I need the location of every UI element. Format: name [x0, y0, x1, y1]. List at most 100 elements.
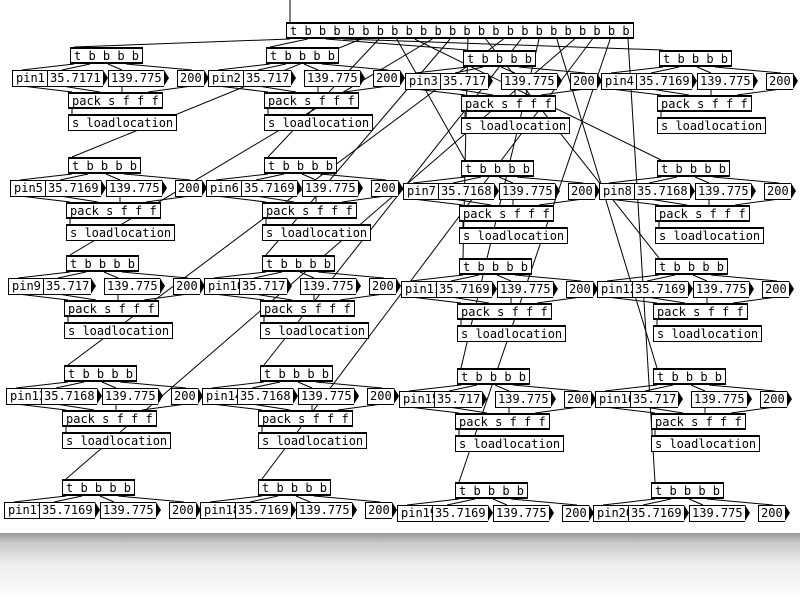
longitude-number-box[interactable]: 139.775: [100, 502, 161, 519]
pack-object[interactable]: pack s f f f: [655, 205, 750, 222]
trigger-to-zoom-cord[interactable]: [512, 384, 580, 392]
send-loadlocation-object[interactable]: s loadlocation: [655, 227, 765, 244]
zoom-number-box[interactable]: 200: [169, 502, 201, 519]
longitude-number-box[interactable]: 139.775: [697, 73, 758, 90]
pack-object[interactable]: pack s f f f: [262, 202, 357, 219]
trigger-object[interactable]: t b b b b: [62, 479, 136, 496]
latitude-number-box[interactable]: 35.7171: [47, 70, 108, 87]
send-loadlocation-object[interactable]: s loadlocation: [455, 435, 565, 452]
trigger-to-lon-cord[interactable]: [696, 66, 712, 74]
trigger-to-zoom-cord[interactable]: [123, 173, 191, 181]
trigger-to-pin-cord[interactable]: [610, 66, 664, 74]
trigger-object[interactable]: t b b b b: [655, 258, 729, 275]
zoom-number-box[interactable]: 200: [175, 180, 207, 197]
trigger-to-pin-cord[interactable]: [602, 498, 656, 506]
lat-to-pack-cord[interactable]: [57, 293, 97, 301]
zoom-number-box[interactable]: 200: [564, 391, 596, 408]
trigger-to-zoom-cord[interactable]: [125, 63, 193, 71]
pack-object[interactable]: pack s f f f: [457, 303, 552, 320]
trigger-object[interactable]: t b b b b: [262, 255, 336, 272]
latitude-number-box[interactable]: 35.717: [434, 391, 488, 408]
pack-object[interactable]: pack s f f f: [653, 303, 748, 320]
longitude-number-box[interactable]: 139.775: [296, 502, 357, 519]
pin-message-box[interactable]: pin7: [403, 183, 443, 200]
lat-to-pack-cord[interactable]: [644, 406, 684, 414]
longitude-number-box[interactable]: 139.775: [104, 278, 165, 295]
zoom-to-pack-cord[interactable]: [534, 406, 580, 414]
trigger-to-zoom-cord[interactable]: [313, 495, 381, 503]
pack-object[interactable]: pack s f f f: [264, 92, 359, 109]
zoom-number-box[interactable]: 200: [365, 502, 397, 519]
trigger-to-lon-cord[interactable]: [690, 384, 706, 392]
zoom-to-pack-cord[interactable]: [143, 293, 189, 301]
trigger-object[interactable]: t b b b b: [459, 258, 533, 275]
pack-object[interactable]: pack s f f f: [64, 300, 159, 317]
pack-object[interactable]: pack s f f f: [62, 410, 157, 427]
lat-to-pack-cord[interactable]: [452, 198, 492, 206]
top-trigger-cord[interactable]: [627, 38, 656, 483]
trigger-to-lat-cord[interactable]: [253, 271, 283, 279]
trigger-to-lat-cord[interactable]: [255, 173, 285, 181]
pin-to-pack-cord[interactable]: [606, 296, 658, 304]
pin-message-box[interactable]: pin2: [208, 70, 248, 87]
trigger-to-zoom-cord[interactable]: [121, 271, 189, 279]
trigger-object[interactable]: t b b b b: [461, 160, 535, 177]
zoom-to-pack-cord[interactable]: [736, 88, 782, 96]
trigger-to-pin-cord[interactable]: [209, 495, 263, 503]
latitude-number-box[interactable]: 35.7169: [636, 73, 697, 90]
longitude-number-box[interactable]: 139.775: [302, 180, 363, 197]
pack-object[interactable]: pack s f f f: [258, 410, 353, 427]
trigger-to-pin-cord[interactable]: [604, 384, 658, 392]
longitude-number-box[interactable]: 139.775: [693, 281, 754, 298]
lat-to-pack-cord[interactable]: [253, 293, 293, 301]
latitude-number-box[interactable]: 35.717: [630, 391, 684, 408]
latitude-number-box[interactable]: 35.7168: [237, 388, 298, 405]
pack-object[interactable]: pack s f f f: [66, 202, 161, 219]
trigger-object[interactable]: t b b b b: [659, 50, 733, 67]
trigger-to-pin-cord[interactable]: [412, 176, 466, 184]
zoom-number-box[interactable]: 200: [566, 281, 598, 298]
trigger-to-lon-cord[interactable]: [692, 274, 708, 282]
pin-message-box[interactable]: pin9: [8, 278, 48, 295]
lat-to-pack-cord[interactable]: [450, 296, 490, 304]
trigger-to-zoom-cord[interactable]: [710, 274, 778, 282]
trigger-to-zoom-cord[interactable]: [706, 498, 774, 506]
trigger-to-zoom-cord[interactable]: [321, 63, 389, 71]
trigger-to-lat-cord[interactable]: [53, 495, 83, 503]
longitude-number-box[interactable]: 139.775: [499, 183, 560, 200]
zoom-number-box[interactable]: 200: [371, 180, 403, 197]
trigger-to-lon-cord[interactable]: [688, 498, 704, 506]
trigger-to-lon-cord[interactable]: [301, 173, 317, 181]
pack-object[interactable]: pack s f f f: [657, 95, 752, 112]
zoom-number-box[interactable]: 200: [758, 505, 790, 522]
trigger-to-lat-cord[interactable]: [249, 495, 279, 503]
send-loadlocation-object[interactable]: s loadlocation: [64, 322, 174, 339]
trigger-to-zoom-cord[interactable]: [317, 271, 385, 279]
trigger-to-zoom-cord[interactable]: [119, 381, 187, 389]
zoom-to-pack-cord[interactable]: [538, 198, 584, 206]
trigger-to-lat-cord[interactable]: [446, 498, 476, 506]
trigger-to-lat-cord[interactable]: [648, 176, 678, 184]
trigger-to-lat-cord[interactable]: [450, 274, 480, 282]
lat-to-pack-cord[interactable]: [650, 88, 690, 96]
top-trigger-cord[interactable]: [396, 38, 466, 161]
latitude-number-box[interactable]: 35.717: [239, 278, 293, 295]
top-trigger-cord[interactable]: [462, 38, 469, 259]
trigger-object[interactable]: t b b b b: [266, 47, 340, 64]
longitude-number-box[interactable]: 139.775: [689, 505, 750, 522]
pin-to-pack-cord[interactable]: [17, 293, 69, 301]
latitude-number-box[interactable]: 35.717: [440, 73, 494, 90]
send-loadlocation-object[interactable]: s loadlocation: [653, 325, 763, 342]
trigger-to-lat-cord[interactable]: [59, 173, 89, 181]
lat-to-pack-cord[interactable]: [454, 88, 494, 96]
lat-to-pack-cord[interactable]: [251, 403, 291, 411]
latitude-number-box[interactable]: 35.7169: [39, 502, 100, 519]
trigger-to-lat-cord[interactable]: [257, 63, 287, 71]
longitude-number-box[interactable]: 139.775: [495, 391, 556, 408]
latitude-number-box[interactable]: 35.7169: [432, 505, 493, 522]
trigger-object[interactable]: t b b b b: [260, 365, 334, 382]
trigger-to-pin-cord[interactable]: [21, 63, 75, 71]
longitude-number-box[interactable]: 139.775: [501, 73, 562, 90]
trigger-to-lat-cord[interactable]: [251, 381, 281, 389]
latitude-number-box[interactable]: 35.717: [43, 278, 97, 295]
